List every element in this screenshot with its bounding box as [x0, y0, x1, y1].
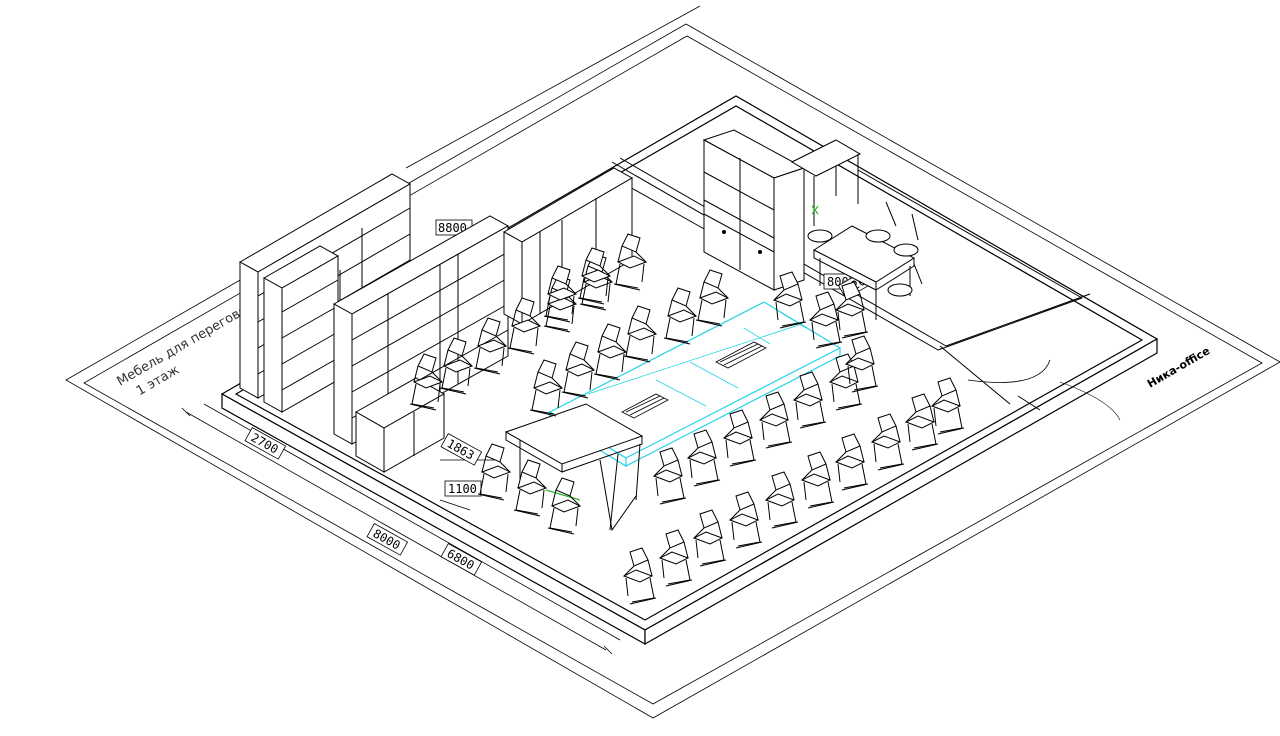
drawing-frame — [65, 23, 1280, 719]
ucs-gizmo — [545, 205, 819, 501]
desk-back-right — [790, 139, 862, 226]
dim-8000: 8000 — [366, 523, 409, 556]
side-chairs — [807, 201, 923, 297]
title-line-1: Мебель для переговор — [115, 298, 258, 389]
dim-8800-text: 8800 — [438, 221, 467, 235]
dimension-lines — [181, 5, 701, 655]
table-cable-ports — [621, 341, 767, 419]
dim-1100-text: 1100 — [448, 482, 477, 496]
side-table — [812, 225, 916, 320]
dim-1100: 1100 — [444, 480, 482, 497]
shelving-unit-front — [262, 215, 510, 445]
low-cabinet — [354, 377, 446, 473]
head-table — [504, 403, 644, 532]
